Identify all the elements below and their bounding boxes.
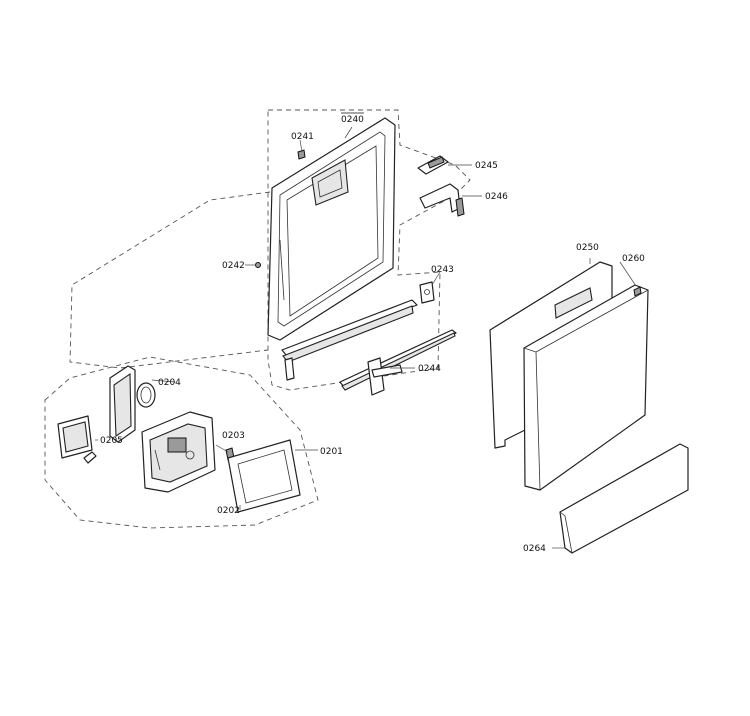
label-0202: 0202 <box>217 506 240 516</box>
label-0241: 0241 <box>291 132 314 142</box>
rinse-aid-cap-0205 <box>57 415 97 464</box>
leader-lines <box>95 126 637 549</box>
dispenser-group-outline <box>44 356 319 529</box>
gasket-0202 <box>227 439 301 513</box>
label-0240: 0240 <box>341 115 364 125</box>
label-0260: 0260 <box>622 254 645 264</box>
lower-rail-0244 <box>339 329 457 396</box>
inner-door-0240 <box>267 117 396 341</box>
inner-door-group-outline <box>267 109 471 391</box>
label-0201: 0201 <box>320 447 343 457</box>
label-0245: 0245 <box>475 161 498 171</box>
hinge-0246 <box>419 183 465 217</box>
label-0204: 0204 <box>158 378 181 388</box>
dispenser-assembly-0201 <box>141 411 216 493</box>
bottom-rail-0243 <box>281 281 435 381</box>
label-0205: 0205 <box>100 436 123 446</box>
screw-0241 <box>297 149 306 160</box>
label-0242: 0242 <box>222 261 245 271</box>
latch-0245 <box>417 155 449 175</box>
label-0264: 0264 <box>523 544 546 554</box>
rear-panel-group-outline <box>69 191 271 369</box>
label-0243: 0243 <box>431 265 454 275</box>
label-0244: 0244 <box>418 364 441 374</box>
label-0246: 0246 <box>485 192 508 202</box>
clip-0242 <box>255 262 261 268</box>
label-0250: 0250 <box>576 243 599 253</box>
dispenser-cover-0204 <box>109 365 156 443</box>
label-0203: 0203 <box>222 431 245 441</box>
